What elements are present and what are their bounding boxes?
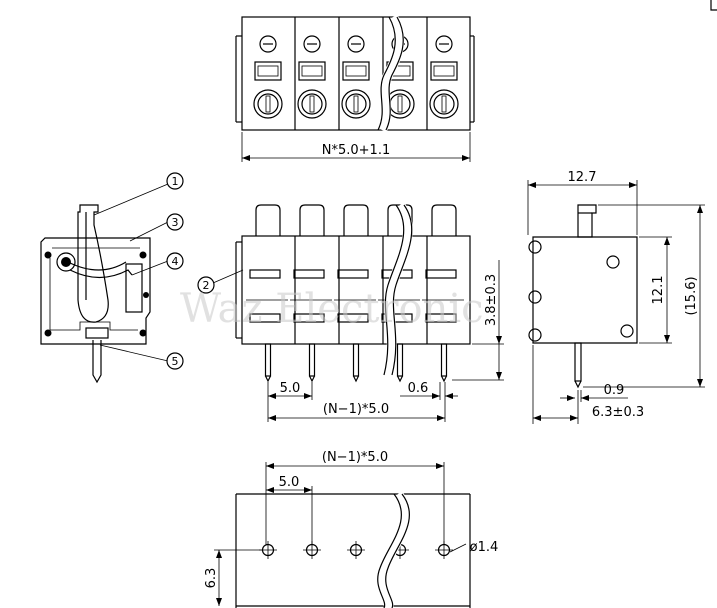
side-pin-offset-label: 6.3±0.3	[592, 405, 644, 420]
corner-mark	[710, 0, 717, 11]
front-pin	[264, 343, 272, 383]
section-view: 1 3 4 5	[40, 172, 184, 384]
side-pin-width-label: 0.9	[604, 383, 625, 398]
front-pitch-label: 5.0	[280, 381, 301, 396]
top-cell	[253, 35, 283, 119]
svg-text:5: 5	[172, 355, 179, 368]
front-pin	[396, 343, 404, 383]
front-cell	[290, 269, 332, 323]
front-pin	[308, 343, 316, 383]
front-view: 2 3.8±0.3 5.0 0.6 (N−1)*5.0	[197, 202, 504, 422]
top-cell	[341, 35, 371, 119]
callout-3	[166, 213, 184, 231]
front-cell	[246, 269, 288, 323]
pcb-hole	[347, 541, 365, 559]
front-cell	[422, 269, 464, 323]
front-lever	[343, 204, 369, 236]
svg-text:4: 4	[172, 255, 179, 268]
front-lever	[299, 204, 325, 236]
callout-2	[197, 276, 215, 294]
pcb-layout-view: (N−1)*5.0 5.0 ø1.4 6.3	[204, 450, 498, 608]
side-height-label: 12.1	[651, 276, 666, 305]
watermark: Waz Electronic	[180, 286, 484, 332]
side-view: 12.7 12.1 (15.6) 0.9 6.3±0.3	[527, 170, 705, 424]
top-view: N*5.0+1.1	[235, 14, 475, 162]
row-offset-label: 6.3	[204, 568, 219, 589]
top-cell	[297, 35, 327, 119]
front-pin	[352, 343, 360, 383]
svg-text:2: 2	[203, 279, 210, 292]
pin-width-label: 0.6	[408, 381, 429, 396]
pin-length-label: 3.8±0.3	[484, 274, 499, 326]
svg-text:1: 1	[172, 175, 179, 188]
hole-diameter-label: ø1.4	[470, 540, 499, 555]
overall-width-label: N*5.0+1.1	[322, 143, 390, 158]
top-cell	[429, 35, 459, 119]
front-span-label: (N−1)*5.0	[323, 402, 389, 417]
front-lever	[431, 204, 457, 236]
front-pin	[440, 343, 448, 383]
svg-text:3: 3	[172, 216, 179, 229]
side-depth-label: 12.7	[568, 170, 597, 185]
pcb-span-label: (N−1)*5.0	[322, 450, 388, 465]
side-total-height-label: (15.6)	[684, 276, 699, 315]
front-cell	[334, 269, 376, 323]
pcb-pitch-label: 5.0	[279, 475, 300, 490]
front-lever	[255, 204, 281, 236]
callout-1	[166, 172, 184, 190]
callout-5	[166, 352, 184, 370]
callout-4	[166, 252, 184, 270]
